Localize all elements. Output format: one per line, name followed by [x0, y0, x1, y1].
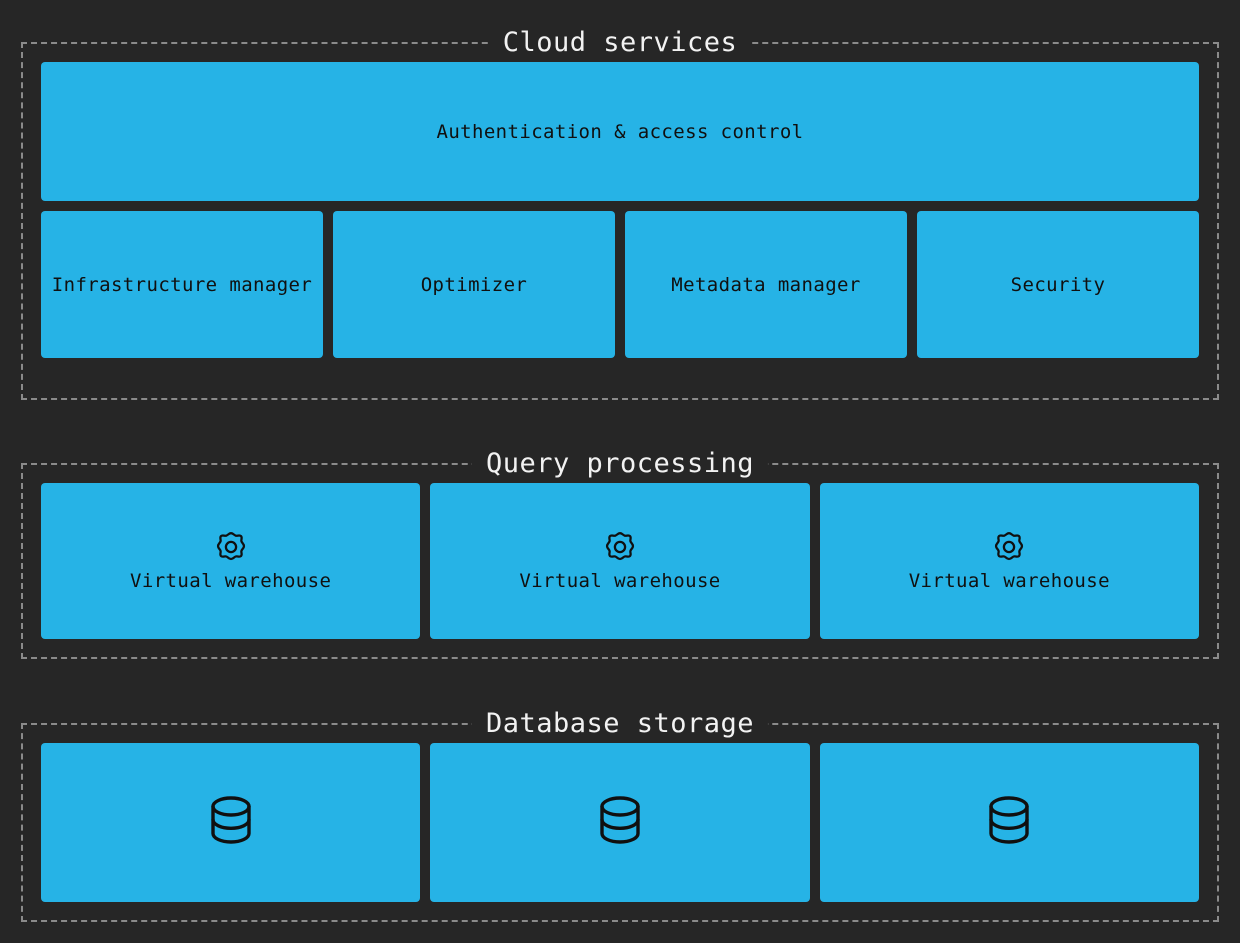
node-label: Metadata manager	[671, 273, 861, 296]
section-body-query-processing: Virtual warehouse Virtual warehouse	[23, 465, 1217, 657]
section-body-cloud-services: Authentication & access control Infrastr…	[23, 44, 1217, 398]
node-label: Authentication & access control	[436, 120, 804, 143]
section-title-database-storage: Database storage	[471, 709, 769, 739]
node-infrastructure-manager[interactable]: Infrastructure manager	[41, 211, 323, 358]
node-label: Security	[1010, 273, 1106, 296]
node-label: Virtual warehouse	[519, 570, 721, 592]
section-query-processing: Query processing Virtual warehouse	[21, 449, 1219, 659]
gear-icon	[992, 530, 1026, 564]
database-icon	[207, 794, 255, 846]
node-row: Infrastructure manager Optimizer Metadat…	[41, 211, 1199, 358]
section-title-query-processing: Query processing	[471, 449, 769, 479]
database-icon	[596, 794, 644, 846]
node-security[interactable]: Security	[917, 211, 1199, 358]
node-virtual-warehouse-2[interactable]: Virtual warehouse	[430, 483, 810, 639]
node-database-storage-2[interactable]	[430, 743, 810, 902]
database-icon	[985, 794, 1033, 846]
node-label: Optimizer	[420, 273, 528, 296]
node-metadata-manager[interactable]: Metadata manager	[625, 211, 907, 358]
node-optimizer[interactable]: Optimizer	[333, 211, 615, 358]
node-label: Infrastructure manager	[51, 273, 313, 296]
node-virtual-warehouse-3[interactable]: Virtual warehouse	[819, 483, 1199, 639]
section-title-cloud-services: Cloud services	[488, 28, 752, 58]
section-body-database-storage	[23, 725, 1217, 920]
section-cloud-services: Cloud services Authentication & access c…	[21, 28, 1219, 400]
node-label: Virtual warehouse	[130, 570, 332, 592]
node-row	[41, 743, 1199, 902]
gear-icon	[603, 530, 637, 564]
node-label: Virtual warehouse	[908, 570, 1110, 592]
node-row: Virtual warehouse Virtual warehouse	[41, 483, 1199, 639]
node-row: Authentication & access control	[41, 62, 1199, 201]
node-authentication-access-control[interactable]: Authentication & access control	[41, 62, 1199, 201]
node-database-storage-1[interactable]	[41, 743, 421, 902]
node-database-storage-3[interactable]	[819, 743, 1199, 902]
node-virtual-warehouse-1[interactable]: Virtual warehouse	[41, 483, 421, 639]
gear-icon	[214, 530, 248, 564]
section-database-storage: Database storage	[21, 709, 1219, 922]
